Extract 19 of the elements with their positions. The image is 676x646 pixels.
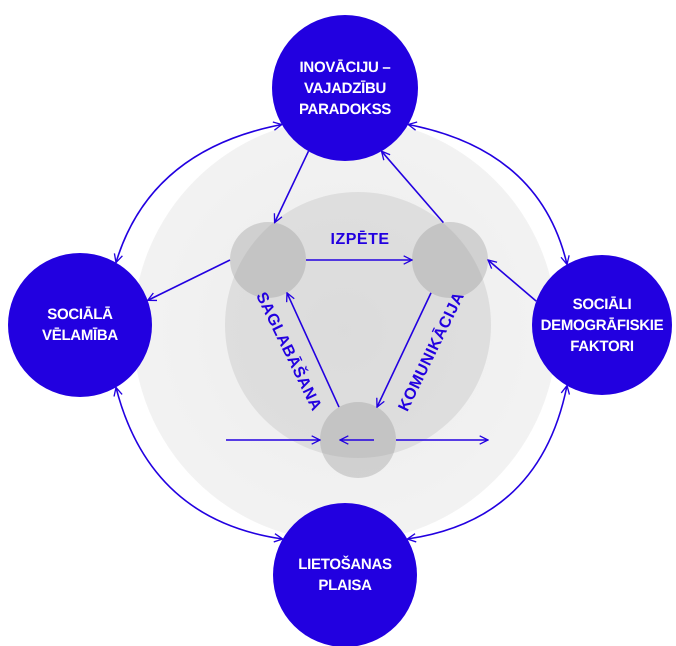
arrow [286,292,340,408]
arrow [487,259,537,302]
arrow [306,255,413,265]
arrow [226,435,321,445]
node-label: SOCIĀLI DEMOGRĀFISKIE FAKTORI [540,294,664,356]
arrow [274,150,310,224]
node-label: SOCIĀLĀ VĒLAMĪBA [41,305,119,346]
node-label: INOVĀCIJU – VAJADZĪBU PARADOKSS [298,58,392,120]
double-arrow [408,122,570,266]
arrow [376,292,432,408]
arrow [380,150,444,224]
arrow [396,435,489,445]
double-arrow [114,386,284,542]
node-label: LIETOŠANAS PLAISA [297,554,393,596]
double-arrow [114,122,282,264]
arrow [339,435,374,445]
arrow [147,259,230,302]
edge-label: IZPĒTE [330,231,390,249]
double-arrow [406,384,570,542]
